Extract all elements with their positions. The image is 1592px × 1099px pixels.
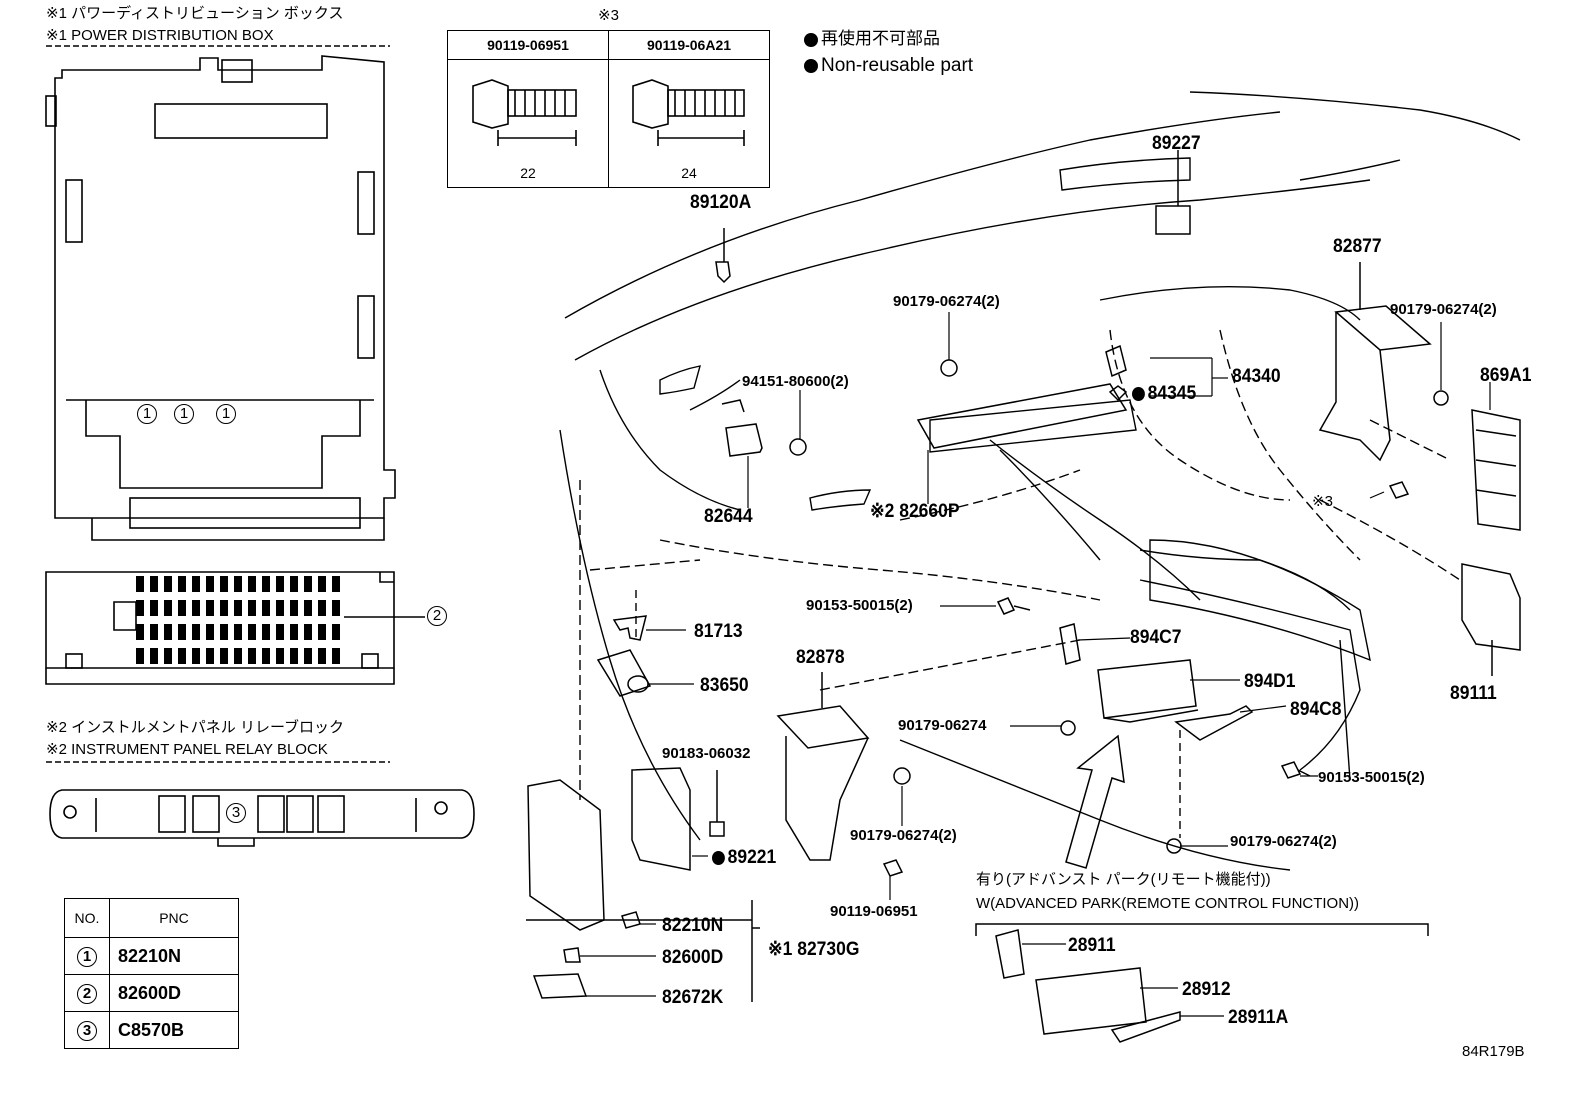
label-82600D: 82600D	[662, 947, 724, 968]
pnc-row-no: 2	[64, 974, 110, 1012]
ref3-label: ※3	[598, 7, 619, 24]
pnc-row-value: 82600D	[109, 974, 239, 1012]
non-reusable-dot-icon	[1132, 386, 1145, 401]
legend-jp: 再使用不可部品	[804, 30, 940, 47]
label-82644: 82644	[704, 506, 753, 527]
pdb-title-jp: ※1 パワーディストリビューション ボックス	[46, 5, 344, 22]
label-84345: 84345	[1132, 384, 1196, 403]
pnc-row-value: C8570B	[109, 1011, 239, 1049]
label-81713: 81713	[694, 621, 743, 642]
pnc-row-no-circle: 3	[77, 1021, 97, 1041]
pnc-row-no: 3	[64, 1011, 110, 1049]
label-894D1: 894D1	[1244, 671, 1296, 692]
iprb-title-en: ※2 INSTRUMENT PANEL RELAY BLOCK	[46, 741, 328, 758]
bolt-dim-1-value: 22	[520, 165, 536, 181]
label-94151: 94151-80600(2)	[742, 373, 849, 390]
diagram-id: 84R179B	[1462, 1043, 1525, 1060]
label-90153-a: 90153-50015(2)	[806, 597, 913, 614]
callout-circle-1a: 1	[137, 404, 157, 424]
label-28911: 28911	[1068, 935, 1116, 956]
table-row: 1 82210N	[64, 937, 239, 975]
pnc-header-pnc: PNC	[109, 898, 239, 938]
label-82672K: 82672K	[662, 987, 724, 1008]
iprb-title-jp: ※2 インストルメントパネル リレーブロック	[46, 719, 345, 736]
power-distribution-box-drawing	[45, 55, 396, 541]
relay-hatch	[136, 576, 340, 664]
label-89111: 89111	[1450, 683, 1497, 704]
pnc-row-no-circle: 2	[77, 984, 97, 1004]
bolt-pn-1: 90119-06951	[447, 30, 609, 60]
pnc-table: NO. PNC 1 82210N 2 82600D 3 C8570B	[64, 898, 239, 1049]
label-83650: 83650	[700, 675, 749, 696]
bolt-dim-1: 22	[447, 59, 609, 188]
label-84345-text: 84345	[1147, 383, 1197, 404]
callout-circle-1b: 1	[174, 404, 194, 424]
label-90179-c: 90179-06274	[898, 717, 987, 734]
bolt-table: 90119-06951 90119-06A21 22 24	[447, 30, 770, 188]
label-82210N: 82210N	[662, 915, 724, 936]
pnc-row-no-circle: 1	[77, 947, 97, 967]
label-90179-e: 90179-06274(2)	[1230, 833, 1337, 850]
pnc-header-no: NO.	[64, 898, 110, 938]
label-28911A: 28911A	[1228, 1007, 1289, 1028]
callout-circle-3: 3	[226, 803, 246, 823]
ref-star3: ※3	[1312, 493, 1333, 510]
non-reusable-dot-icon	[712, 850, 725, 865]
label-89221-text: 89221	[727, 847, 777, 868]
label-894C8: 894C8	[1290, 699, 1342, 720]
label-894C7: 894C7	[1130, 627, 1182, 648]
label-82730G: ※1 82730G	[768, 939, 860, 960]
relay-box-drawing	[45, 571, 425, 685]
label-82877: 82877	[1333, 236, 1382, 257]
legend-jp-text: 再使用不可部品	[821, 29, 940, 48]
bolt-dim-2-value: 24	[681, 165, 697, 181]
table-row: 2 82600D	[64, 974, 239, 1012]
non-reusable-dot-icon	[804, 58, 818, 73]
legend-en: Non-reusable part	[804, 56, 973, 75]
label-90179-d: 90179-06274(2)	[850, 827, 957, 844]
label-82878: 82878	[796, 647, 845, 668]
pnc-row-value: 82210N	[109, 937, 239, 975]
bolt-dim-2: 24	[608, 59, 770, 188]
advanced-park-en: W(ADVANCED PARK(REMOTE CONTROL FUNCTION)…	[976, 895, 1360, 912]
dashboard-drawing	[559, 91, 1521, 871]
label-89227: 89227	[1152, 133, 1201, 154]
label-90179-a: 90179-06274(2)	[893, 293, 1000, 310]
instrument-panel-relay-block-drawing	[49, 789, 475, 847]
label-89120A: 89120A	[690, 192, 752, 213]
label-82660P: ※2 82660P	[870, 501, 960, 522]
legend-en-text: Non-reusable part	[821, 55, 974, 76]
pnc-row-no: 1	[64, 937, 110, 975]
label-28912: 28912	[1182, 979, 1231, 1000]
callout-circle-1c: 1	[216, 404, 236, 424]
label-84340: 84340	[1232, 366, 1281, 387]
label-869A1: 869A1	[1480, 365, 1532, 386]
non-reusable-dot-icon	[804, 32, 818, 47]
pdb-title-en: ※1 POWER DISTRIBUTION BOX	[46, 27, 274, 44]
table-row: 3 C8570B	[64, 1011, 239, 1049]
advanced-park-jp: 有り(アドバンスト パーク(リモート機能付))	[976, 871, 1271, 888]
leader-lines	[580, 312, 1491, 1017]
label-90183: 90183-06032	[662, 745, 751, 762]
label-90119: 90119-06951	[830, 903, 918, 920]
label-90153-b: 90153-50015(2)	[1318, 769, 1425, 786]
bolt-pn-2: 90119-06A21	[608, 30, 770, 60]
label-90179-b: 90179-06274(2)	[1390, 301, 1497, 318]
callout-circle-2: 2	[427, 606, 447, 626]
label-89221: 89221	[712, 848, 776, 867]
